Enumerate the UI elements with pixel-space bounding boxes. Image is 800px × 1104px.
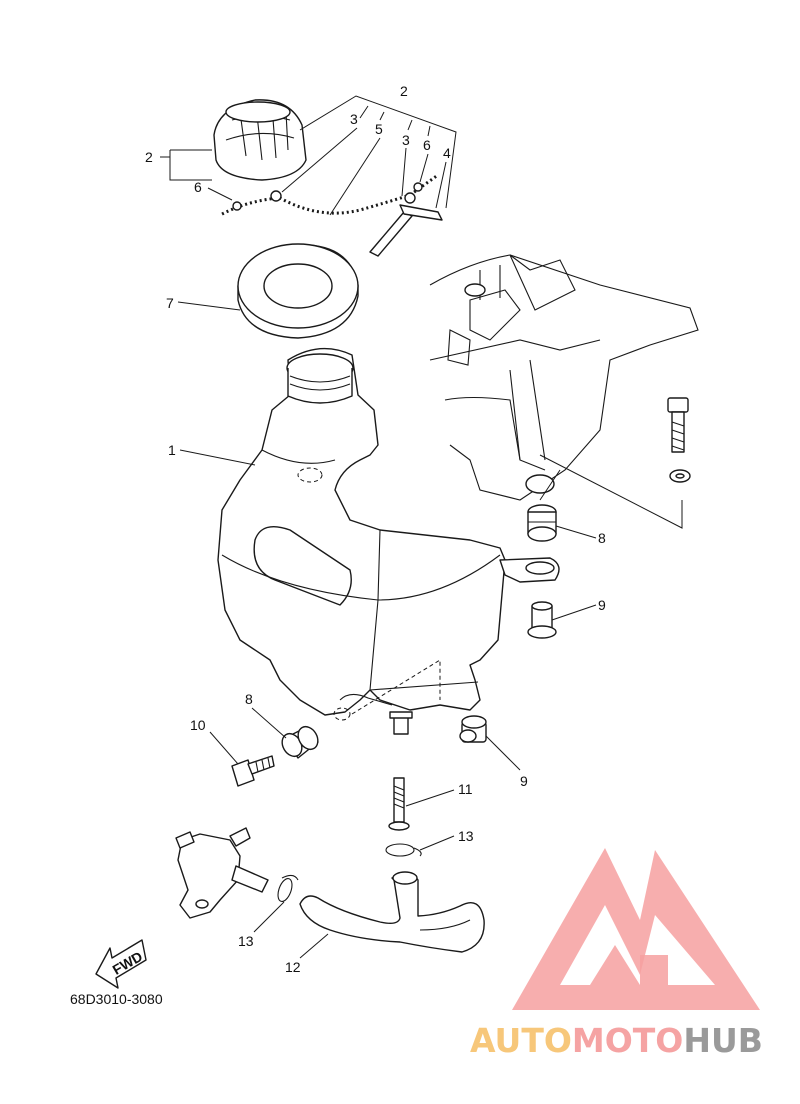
callout-leaders xyxy=(160,95,597,959)
callout-9-lower: 9 xyxy=(520,773,528,789)
hose-clip-left xyxy=(277,874,299,903)
callout-11: 11 xyxy=(458,781,473,797)
watermark-hub: HUB xyxy=(683,1021,763,1060)
callout-2-top: 2 xyxy=(400,83,408,99)
watermark-auto: AUTO xyxy=(470,1021,572,1060)
retaining-chain xyxy=(221,173,443,257)
callout-3-right: 3 xyxy=(402,132,410,148)
callout-6-right: 6 xyxy=(423,137,431,153)
callout-13-left: 13 xyxy=(238,933,254,949)
callout-6-left: 6 xyxy=(194,179,202,195)
diagram-code: 68D3010-3080 xyxy=(70,991,163,1007)
callout-7: 7 xyxy=(166,295,174,311)
bolt-upper xyxy=(667,397,691,483)
frame-leader xyxy=(539,454,683,529)
callout-10: 10 xyxy=(190,717,206,733)
grommet-right xyxy=(527,504,557,542)
watermark-moto: MOTO xyxy=(572,1021,683,1060)
collar-lower xyxy=(459,715,487,743)
watermark-logo xyxy=(512,848,760,1010)
callout-9-right: 9 xyxy=(598,597,606,613)
fuel-strainer xyxy=(388,777,410,831)
callout-8-right: 8 xyxy=(598,530,606,546)
frame-bracket xyxy=(429,254,699,501)
fuel-tank xyxy=(217,347,560,735)
collar-right xyxy=(527,601,557,639)
callout-2-left: 2 xyxy=(145,149,153,165)
dashed-leader-left xyxy=(351,659,441,715)
callout-3-left: 3 xyxy=(350,111,358,127)
fuel-hose xyxy=(299,871,485,953)
callout-5: 5 xyxy=(375,121,383,137)
callout-1: 1 xyxy=(168,442,176,458)
cap-gasket xyxy=(237,243,359,339)
bolt-lower xyxy=(231,755,275,787)
callout-labels: 2 2 3 3 4 5 6 6 7 1 8 8 9 9 10 11 12 13 … xyxy=(145,83,606,975)
callout-12: 12 xyxy=(285,959,301,975)
watermark-text: AUTOMOTOHUB xyxy=(470,1021,763,1060)
callout-13-right: 13 xyxy=(458,828,474,844)
callout-8-lower: 8 xyxy=(245,691,253,707)
hose-clip-right xyxy=(385,843,422,857)
fwd-direction-arrow: FWD xyxy=(95,939,147,989)
grommet-lower xyxy=(281,725,319,759)
callout-4: 4 xyxy=(443,145,451,161)
fuel-cock xyxy=(175,827,269,919)
fuel-cap xyxy=(213,99,307,181)
